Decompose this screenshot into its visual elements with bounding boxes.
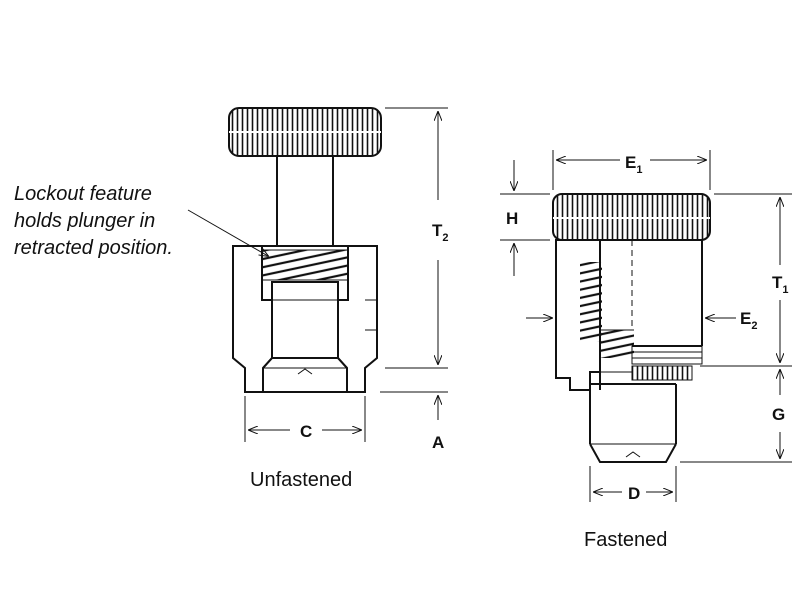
right-housing-section [555, 239, 634, 391]
dim-a: A [380, 350, 448, 452]
note-leader-line [187, 209, 268, 256]
right-knurled-knob [552, 193, 711, 241]
left-housing [232, 245, 378, 393]
right-plunger-tip [589, 383, 677, 463]
dim-label-t1: T1 [772, 273, 789, 296]
dim-label-e2: E2 [740, 309, 757, 332]
dim-label-t2: T2 [432, 221, 449, 244]
caption-fastened: Fastened [584, 529, 667, 551]
dim-label-d: D [628, 484, 640, 503]
dim-label-g: G [772, 405, 785, 424]
note-line-2: holds plunger in [14, 210, 155, 232]
dim-t2: T2 [385, 107, 449, 369]
dim-label-e1: E1 [625, 153, 642, 176]
dim-label-a: A [432, 433, 444, 452]
dim-c: C [244, 396, 366, 442]
dim-h: H [500, 160, 550, 276]
dim-g: G [680, 370, 792, 463]
dim-d: D [589, 466, 677, 503]
lockout-note: Lockout feature holds plunger in retract… [14, 183, 268, 259]
dim-label-h: H [506, 209, 518, 228]
dim-label-c: C [300, 422, 312, 441]
left-knurled-knob [228, 107, 382, 157]
dim-e2: E2 [526, 309, 757, 332]
note-line-3: retracted position. [14, 237, 173, 259]
unfastened-view: Lockout feature holds plunger in retract… [14, 107, 449, 491]
dim-e1: E1 [552, 150, 711, 190]
right-plunger-body [599, 240, 703, 390]
caption-unfastened: Unfastened [250, 469, 352, 491]
left-plunger-shaft [276, 156, 334, 246]
note-line-1: Lockout feature [14, 183, 152, 205]
fastened-view: E1 H T1 E2 G [500, 150, 792, 551]
dim-t1: T1 [700, 193, 792, 367]
